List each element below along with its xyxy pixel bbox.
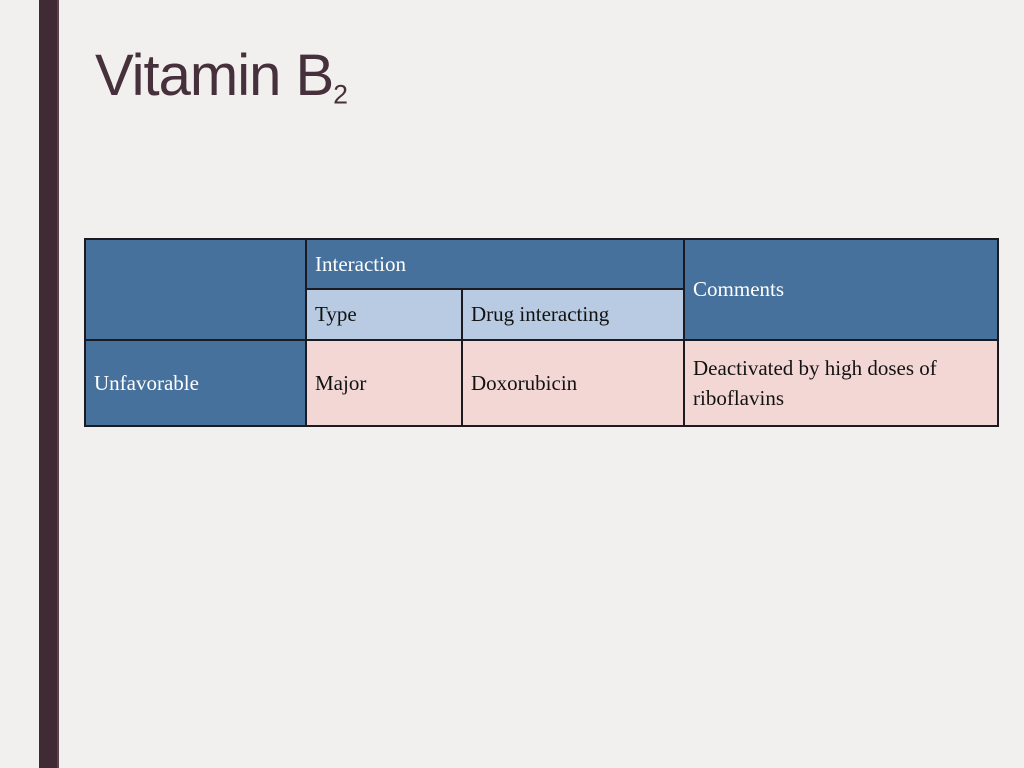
header-drug-interacting: Drug interacting (460, 288, 686, 341)
header-type: Type (305, 288, 463, 341)
cell-comments: Deactivated by high doses of riboflavins (683, 339, 1000, 427)
row-header-unfavorable: Unfavorable (84, 339, 307, 427)
slide-title-text: Vitamin B (95, 43, 334, 108)
header-comments: Comments (683, 238, 1000, 341)
cell-drug-interacting: Doxorubicin (460, 339, 686, 427)
interactions-table: Interaction Comments Type Drug interacti… (84, 238, 1000, 427)
slide-title: Vitamin B2 (95, 43, 348, 110)
cell-type: Major (305, 339, 463, 427)
table-row: Unfavorable Major Doxorubicin Deactivate… (84, 339, 1000, 427)
table-header-row-2: Type Drug interacting (85, 288, 998, 341)
header-interaction: Interaction (304, 238, 686, 290)
corner-cell (84, 238, 307, 341)
title-subscript: 2 (333, 79, 348, 110)
table-header-row-1: Interaction Comments (84, 238, 1000, 341)
accent-bar (39, 0, 59, 768)
